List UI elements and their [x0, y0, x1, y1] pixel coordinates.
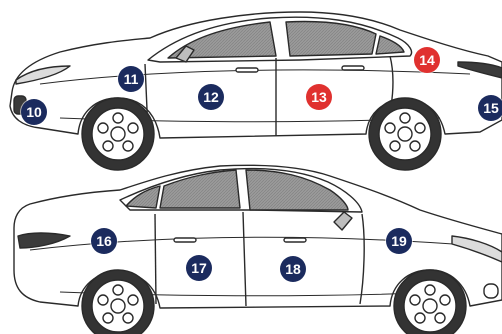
top-car — [10, 12, 502, 170]
marker-19[interactable]: 19 — [386, 228, 412, 254]
marker-13[interactable]: 13 — [306, 84, 332, 110]
marker-11[interactable]: 11 — [118, 66, 144, 92]
marker-12[interactable]: 12 — [198, 84, 224, 110]
bottom-car-front-wheel — [394, 270, 466, 334]
marker-16[interactable]: 16 — [91, 228, 117, 254]
top-car-front-wheel — [82, 98, 154, 170]
bottom-car-rear-wheel — [82, 270, 154, 334]
top-car-rear-wheel — [369, 98, 441, 170]
bottom-car — [14, 165, 502, 334]
marker-17[interactable]: 17 — [186, 255, 212, 281]
marker-18[interactable]: 18 — [280, 256, 306, 282]
marker-14[interactable]: 14 — [414, 47, 440, 73]
marker-15[interactable]: 15 — [478, 95, 502, 121]
marker-10[interactable]: 10 — [21, 99, 47, 125]
